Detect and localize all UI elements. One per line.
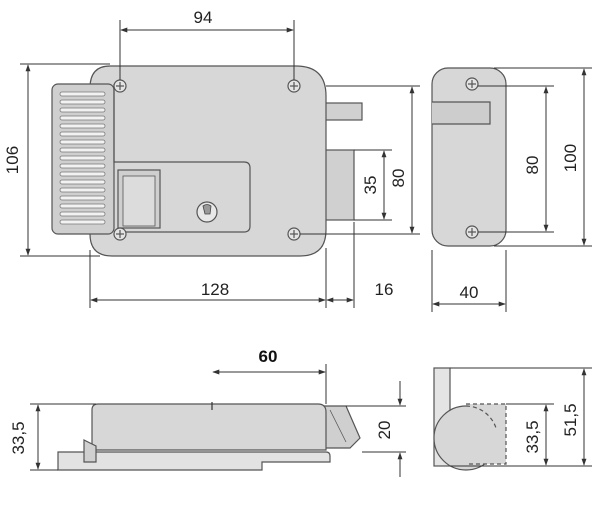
bottom-base	[57, 451, 331, 471]
bottom-dimension-labels: 60 33,5 20	[9, 347, 394, 455]
dim-40: 40	[460, 283, 479, 302]
dim-20: 20	[375, 421, 394, 440]
dim-80-side: 80	[523, 156, 542, 175]
dim-35: 35	[361, 176, 380, 195]
end-dimension-labels: 33,5 51,5	[523, 403, 580, 453]
side-body	[431, 67, 507, 247]
grip-ribs	[59, 91, 106, 225]
bolt-upper	[321, 102, 363, 121]
dim-94: 94	[194, 8, 213, 27]
bolt	[321, 149, 355, 221]
dim-100: 100	[561, 144, 580, 172]
dim-106: 106	[3, 146, 22, 174]
dim-60: 60	[259, 347, 278, 366]
screw-holes	[113, 79, 301, 241]
bottom-body	[91, 403, 327, 451]
side-view	[431, 67, 507, 247]
dim-33-5-left: 33,5	[9, 421, 28, 454]
side-dimension-labels: 100 80 40	[460, 144, 580, 302]
dim-128: 128	[201, 280, 229, 299]
front-dimension-labels: 94 106 128 16 35 80	[3, 8, 408, 299]
dim-51-5: 51,5	[561, 403, 580, 436]
end-dimensions	[450, 367, 592, 467]
dim-16: 16	[375, 280, 394, 299]
front-view	[51, 65, 363, 257]
end-view	[433, 367, 507, 471]
bottom-view	[57, 402, 361, 471]
side-dimensions	[431, 67, 592, 312]
dim-33-5-end: 33,5	[523, 420, 542, 453]
bottom-dimensions	[30, 364, 406, 477]
front-dimensions	[20, 20, 420, 308]
dim-80-front: 80	[389, 169, 408, 188]
